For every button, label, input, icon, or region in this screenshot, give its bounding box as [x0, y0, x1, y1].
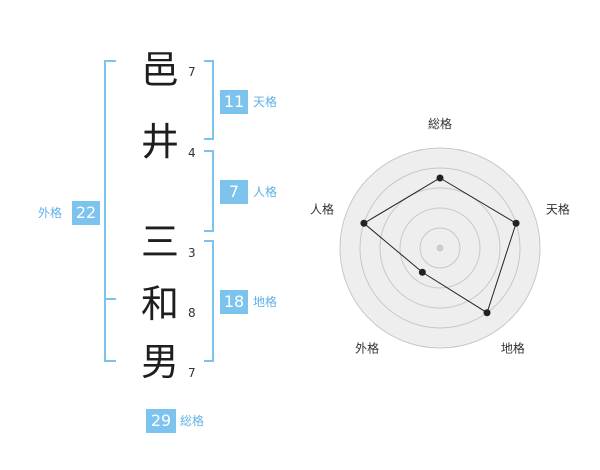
gaikaku-bracket-tick	[106, 298, 116, 300]
radar-grid-ring	[399, 207, 481, 289]
radar-point-5	[360, 219, 368, 227]
gaikaku-bracket	[104, 60, 116, 362]
name-char-1: 邑	[140, 48, 179, 92]
tenkaku-badge: 11	[220, 90, 248, 114]
radar-point-4	[418, 268, 426, 276]
soukaku-badge: 29	[146, 409, 176, 433]
radar-grid-ring	[359, 167, 521, 329]
stroke-count-3: 3	[188, 246, 196, 260]
radar-point-1	[436, 174, 444, 182]
tenkaku-label: 天格	[253, 95, 278, 109]
name-char-2: 井	[140, 120, 179, 164]
chikaku-bracket	[204, 240, 214, 362]
name-char-5: 男	[140, 340, 179, 384]
name-char-4: 和	[140, 282, 179, 326]
chikaku-badge: 18	[220, 290, 248, 314]
radar-point-2	[512, 219, 520, 227]
radar-axis-label: 総格	[428, 116, 452, 131]
jinkaku-bracket	[204, 150, 214, 232]
radar-grid-ring	[419, 227, 461, 269]
radar-series-line	[363, 177, 517, 314]
radar-axis-label: 天格	[546, 202, 570, 217]
stroke-count-4: 8	[188, 306, 196, 320]
chikaku-label: 地格	[253, 295, 278, 309]
radar-axis-label: 外格	[355, 340, 379, 355]
radar-axis-label: 地格	[501, 340, 525, 355]
radar-point-3	[483, 309, 491, 317]
gaikaku-label: 外格	[38, 206, 63, 220]
jinkaku-label: 人格	[253, 185, 278, 199]
jinkaku-badge: 7	[220, 180, 248, 204]
radar-center-dot	[436, 244, 444, 252]
gaikaku-badge: 22	[72, 201, 100, 225]
radar-axis-label: 人格	[310, 202, 334, 217]
stroke-count-1: 7	[188, 65, 196, 79]
radar-grid-ring	[379, 187, 501, 309]
name-char-3: 三	[140, 220, 179, 264]
tenkaku-bracket	[204, 60, 214, 140]
radar-grid-ring	[339, 147, 541, 349]
stroke-count-5: 7	[188, 366, 196, 380]
soukaku-label: 総格	[180, 414, 205, 428]
stroke-count-2: 4	[188, 146, 196, 160]
